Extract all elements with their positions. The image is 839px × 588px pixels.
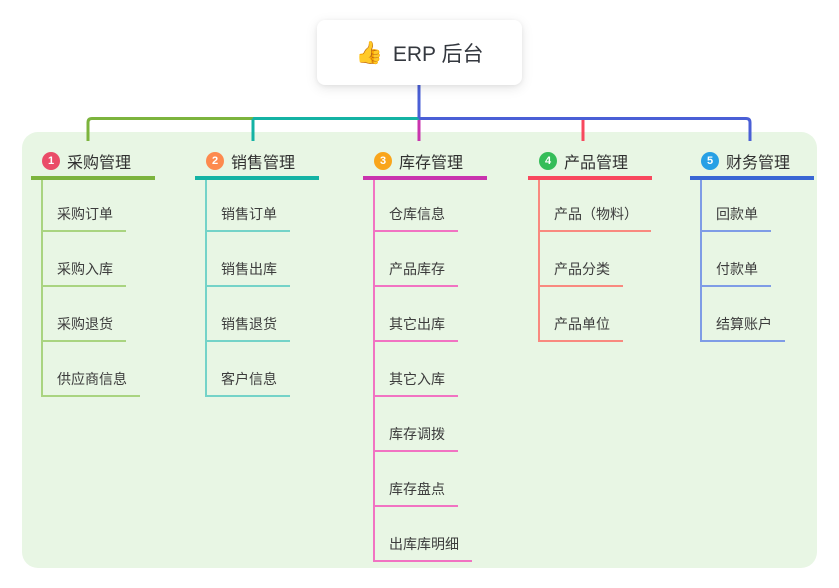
branch-finance-items: 回款单 付款单 结算账户 bbox=[700, 180, 814, 342]
branch-sales-title: 销售管理 bbox=[231, 155, 296, 172]
badge-3: 3 bbox=[374, 152, 392, 170]
branch-product-title: 产品管理 bbox=[564, 155, 629, 172]
node-settlement-account[interactable]: 结算账户 bbox=[700, 287, 785, 342]
node-purchase-order[interactable]: 采购订单 bbox=[41, 180, 126, 232]
node-product-material[interactable]: 产品（物料） bbox=[538, 180, 651, 232]
node-sales-order[interactable]: 销售订单 bbox=[205, 180, 290, 232]
node-customer-info[interactable]: 客户信息 bbox=[205, 342, 290, 397]
branch-purchase-items: 采购订单 采购入库 采购退货 供应商信息 bbox=[41, 180, 155, 397]
node-sales-return[interactable]: 销售退货 bbox=[205, 287, 290, 342]
branches-panel bbox=[22, 132, 817, 568]
node-supplier-info[interactable]: 供应商信息 bbox=[41, 342, 140, 397]
branch-sales-items: 销售订单 销售出库 销售退货 客户信息 bbox=[205, 180, 319, 397]
node-payment-bill[interactable]: 付款单 bbox=[700, 232, 771, 287]
branch-sales: 2 销售管理 销售订单 销售出库 销售退货 客户信息 bbox=[195, 146, 319, 397]
branch-inventory: 3 库存管理 仓库信息 产品库存 其它出库 其它入库 库存调拨 库存盘点 出库库… bbox=[363, 146, 487, 562]
badge-5: 5 bbox=[701, 152, 719, 170]
node-outbound-detail[interactable]: 出库库明细 bbox=[373, 507, 472, 562]
root-title: ERP 后台 bbox=[392, 42, 484, 66]
branch-finance: 5 财务管理 回款单 付款单 结算账户 bbox=[690, 146, 814, 342]
branch-product: 4 产品管理 产品（物料） 产品分类 产品单位 bbox=[528, 146, 652, 342]
badge-2: 2 bbox=[206, 152, 224, 170]
node-product-stock[interactable]: 产品库存 bbox=[373, 232, 458, 287]
branch-finance-title: 财务管理 bbox=[726, 155, 791, 172]
node-receipt-bill[interactable]: 回款单 bbox=[700, 180, 771, 232]
branch-product-header[interactable]: 4 产品管理 bbox=[528, 146, 652, 180]
badge-4: 4 bbox=[539, 152, 557, 170]
node-sales-outbound[interactable]: 销售出库 bbox=[205, 232, 290, 287]
branch-inventory-header[interactable]: 3 库存管理 bbox=[363, 146, 487, 180]
branch-inventory-items: 仓库信息 产品库存 其它出库 其它入库 库存调拨 库存盘点 出库库明细 bbox=[373, 180, 487, 562]
node-stock-check[interactable]: 库存盘点 bbox=[373, 452, 458, 507]
root-node[interactable]: 👍 ERP 后台 bbox=[317, 20, 522, 85]
node-purchase-return[interactable]: 采购退货 bbox=[41, 287, 126, 342]
branch-purchase-title: 采购管理 bbox=[67, 155, 132, 172]
branch-inventory-title: 库存管理 bbox=[399, 155, 464, 172]
thumbs-up-icon: 👍 bbox=[355, 39, 383, 65]
node-product-category[interactable]: 产品分类 bbox=[538, 232, 623, 287]
branch-finance-header[interactable]: 5 财务管理 bbox=[690, 146, 814, 180]
node-other-outbound[interactable]: 其它出库 bbox=[373, 287, 458, 342]
node-stock-transfer[interactable]: 库存调拨 bbox=[373, 397, 458, 452]
node-product-unit[interactable]: 产品单位 bbox=[538, 287, 623, 342]
node-warehouse-info[interactable]: 仓库信息 bbox=[373, 180, 458, 232]
node-purchase-inbound[interactable]: 采购入库 bbox=[41, 232, 126, 287]
badge-1: 1 bbox=[42, 152, 60, 170]
branch-product-items: 产品（物料） 产品分类 产品单位 bbox=[538, 180, 652, 342]
branch-purchase-header[interactable]: 1 采购管理 bbox=[31, 146, 155, 180]
branch-purchase: 1 采购管理 采购订单 采购入库 采购退货 供应商信息 bbox=[31, 146, 155, 397]
branch-sales-header[interactable]: 2 销售管理 bbox=[195, 146, 319, 180]
node-other-inbound[interactable]: 其它入库 bbox=[373, 342, 458, 397]
